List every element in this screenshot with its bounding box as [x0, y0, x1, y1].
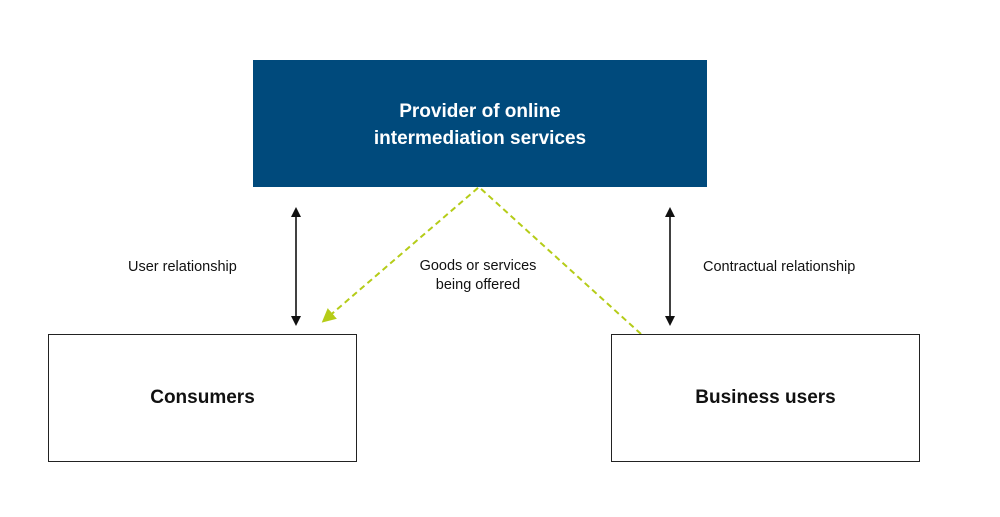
contractual-relationship-label: Contractual relationship	[703, 259, 856, 275]
goods-flow-path	[321, 185, 642, 335]
user-relationship-label: User relationship	[128, 259, 237, 275]
consumers-box: Consumers	[48, 334, 357, 462]
provider-label: Provider of online intermediation servic…	[373, 100, 587, 149]
business-users-box: Business users	[611, 334, 920, 462]
provider-box: Provider of online intermediation servic…	[253, 60, 707, 187]
consumers-label: Consumers	[150, 387, 255, 408]
goods-services-label: Goods or services being offered	[419, 258, 537, 293]
business-users-label: Business users	[695, 387, 836, 408]
